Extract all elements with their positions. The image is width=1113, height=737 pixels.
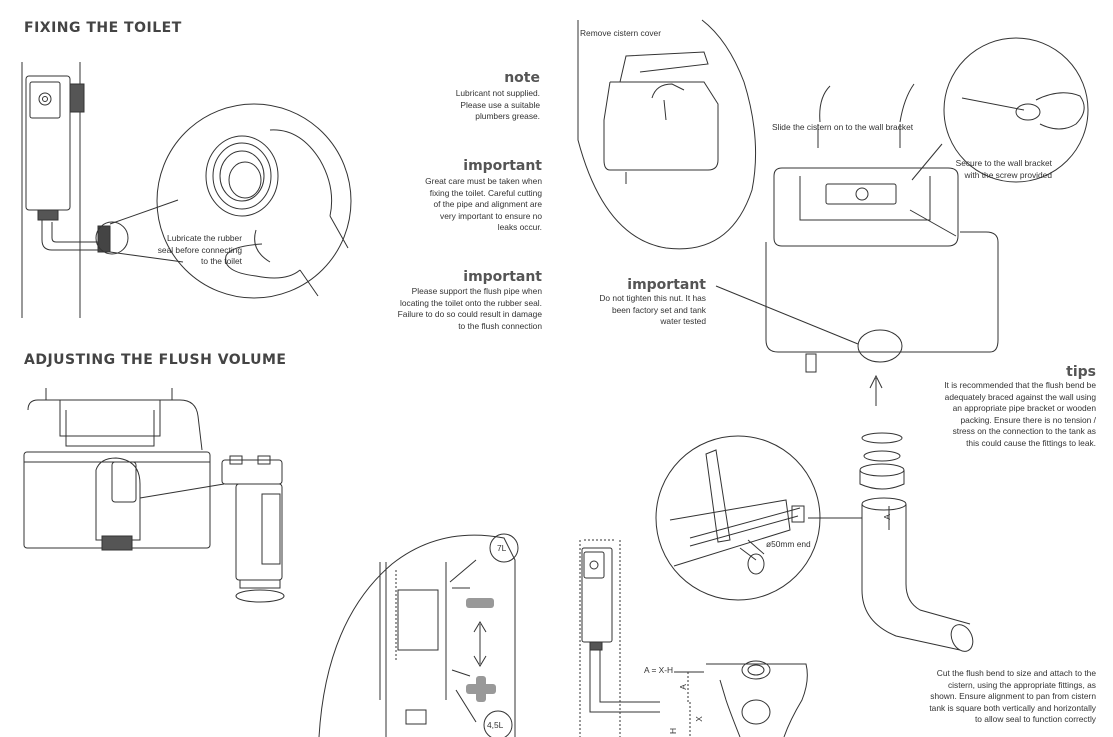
slide-cistern-label: Slide the cistern on to the wall bracket: [772, 122, 914, 132]
pipe-magnifier: [656, 436, 820, 600]
note-text: Lubricant not supplied. Please use a sui…: [455, 88, 540, 122]
section-title-fixing: FIXING THE TOILET: [24, 20, 182, 36]
important-text-1: Great care must be taken when fixing the…: [425, 176, 542, 233]
important-heading-1: important: [463, 158, 542, 174]
volume-7l-label: 7L: [497, 543, 507, 553]
cut-note-text: Cut the flush bend to size and attach to…: [929, 668, 1096, 725]
cover-removal-magnifier: [578, 20, 756, 249]
volume-45l-label: 4,5L: [487, 720, 504, 730]
dimension-a-label: A: [677, 684, 688, 690]
dimension-x-label: X: [693, 716, 704, 722]
slide-cistern-drawing: [716, 84, 998, 372]
remove-cover-label: Remove cistern cover: [580, 28, 661, 38]
dimension-formula: A = X-H: [644, 665, 674, 675]
note-heading: note: [504, 70, 540, 86]
fixing-magnifier: [96, 104, 351, 298]
secure-magnifier: [912, 38, 1088, 182]
secure-label: Secure to the wall bracket with the scre…: [955, 158, 1052, 180]
important-text-2: Please support the flush pipe when locat…: [397, 286, 542, 331]
pipe-end-label: ø50mm end: [766, 539, 811, 549]
fittings-exploded: [860, 376, 904, 489]
section-title-adjusting: ADJUSTING THE FLUSH VOLUME: [24, 352, 287, 368]
volume-magnifier: [319, 535, 515, 737]
installation-section-drawing: [580, 540, 807, 737]
tips-text: It is recommended that the flush bend be…: [944, 380, 1096, 448]
important-text-3: Do not tighten this nut. It has been fac…: [599, 293, 706, 327]
flush-valve-drawing: [222, 456, 284, 602]
tips-heading: tips: [1066, 364, 1096, 380]
bend-a-label: A: [881, 514, 892, 520]
fixing-cistern-drawing: [22, 62, 110, 318]
important-heading-3: important: [627, 277, 706, 293]
dimension-h-label: H: [668, 727, 679, 735]
important-heading-2: important: [463, 269, 542, 285]
lubricate-label: Lubricate the rubber seal before connect…: [157, 233, 242, 267]
flush-bend-drawing: [808, 498, 977, 655]
volume-badges: [466, 598, 496, 702]
adjusting-cistern-drawing: [24, 388, 224, 550]
